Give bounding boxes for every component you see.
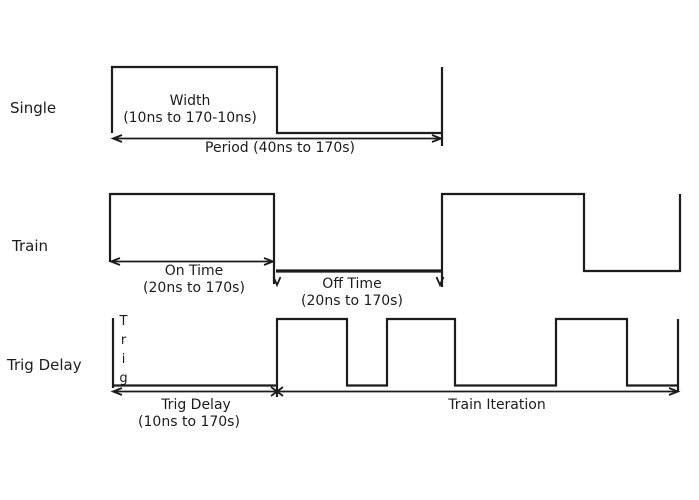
train-row-label: Train xyxy=(12,237,48,255)
trig-row-label: Trig Delay xyxy=(7,356,82,374)
train-ontime-arrowhead-left-icon xyxy=(108,257,121,266)
single-period-label: Period (40ns to 170s) xyxy=(205,140,355,156)
trig-delay-label: Trig Delay xyxy=(161,397,231,413)
train-pulse2-waveform xyxy=(440,192,682,287)
trig-delay-range: (10ns to 170s) xyxy=(138,414,240,430)
single-pulse-waveform xyxy=(110,65,442,135)
trig-pulse-train-waveform xyxy=(113,317,680,397)
single-period-arrowhead-right-icon xyxy=(431,134,444,143)
train-ontime-label: On Time xyxy=(164,263,224,279)
single-row-label: Single xyxy=(10,99,57,117)
train-ontime-arrowhead-right-icon xyxy=(263,257,276,266)
train-offtime-label: Off Time xyxy=(322,276,382,292)
train-iteration-label: Train Iteration xyxy=(448,397,546,413)
trig-axis-label: Trig xyxy=(116,314,131,390)
single-period-arrowhead-left-icon xyxy=(110,134,123,143)
train-iteration-arrowhead-right-icon xyxy=(668,387,681,396)
trig-delay-boundary-cross-icon xyxy=(270,386,284,397)
train-pulse1-waveform xyxy=(108,192,276,284)
train-ontime-range: (20ns to 170s) xyxy=(143,280,245,296)
single-width-range: (10ns to 170-10ns) xyxy=(123,110,257,126)
single-width-label: Width xyxy=(169,93,211,109)
train-offtime-range: (20ns to 170s) xyxy=(301,293,403,309)
trig-delay-arrowhead-left-icon xyxy=(110,387,123,396)
train-offtime-arrowhead-left-icon xyxy=(272,276,282,288)
